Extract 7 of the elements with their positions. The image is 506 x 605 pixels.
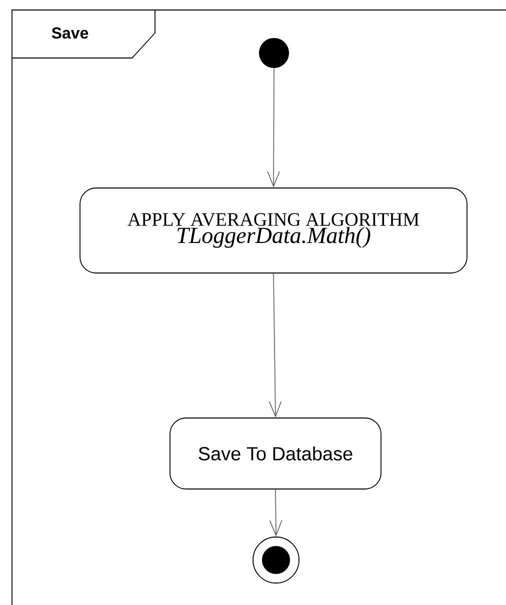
final-node [252,536,300,584]
arrow [268,273,282,418]
action-box: APPLY AVERAGING ALGORITHM TLoggerData.Math() [80,188,468,274]
initial-node [259,38,289,68]
arrow [267,68,280,188]
action-box: Save To Database [170,418,382,490]
arrow [269,489,282,537]
